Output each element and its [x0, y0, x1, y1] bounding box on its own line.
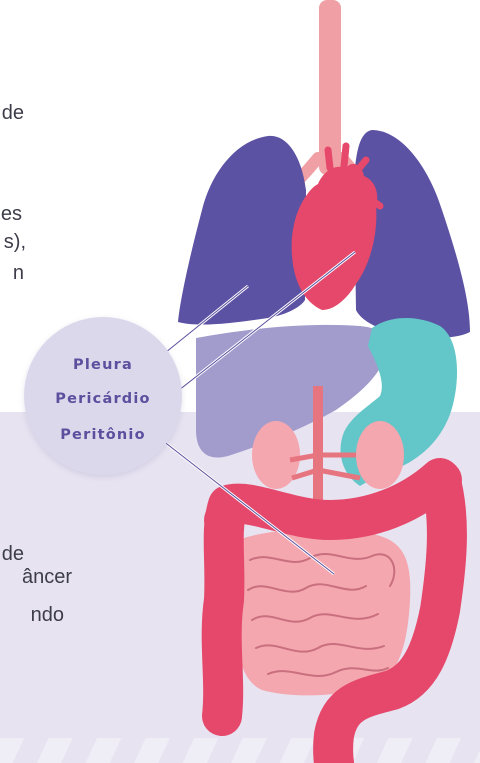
label-pericardio: Pericárdio — [24, 391, 182, 407]
right-kidney — [356, 421, 404, 489]
aorta — [313, 386, 323, 506]
colon-bulge-1 — [204, 500, 244, 540]
left-lung — [178, 136, 306, 325]
label-pleura: Pleura — [24, 357, 182, 373]
label-peritonio: Peritônio — [24, 427, 182, 443]
colon-bulge-3 — [206, 697, 242, 733]
colon-bulge-2 — [422, 460, 462, 500]
